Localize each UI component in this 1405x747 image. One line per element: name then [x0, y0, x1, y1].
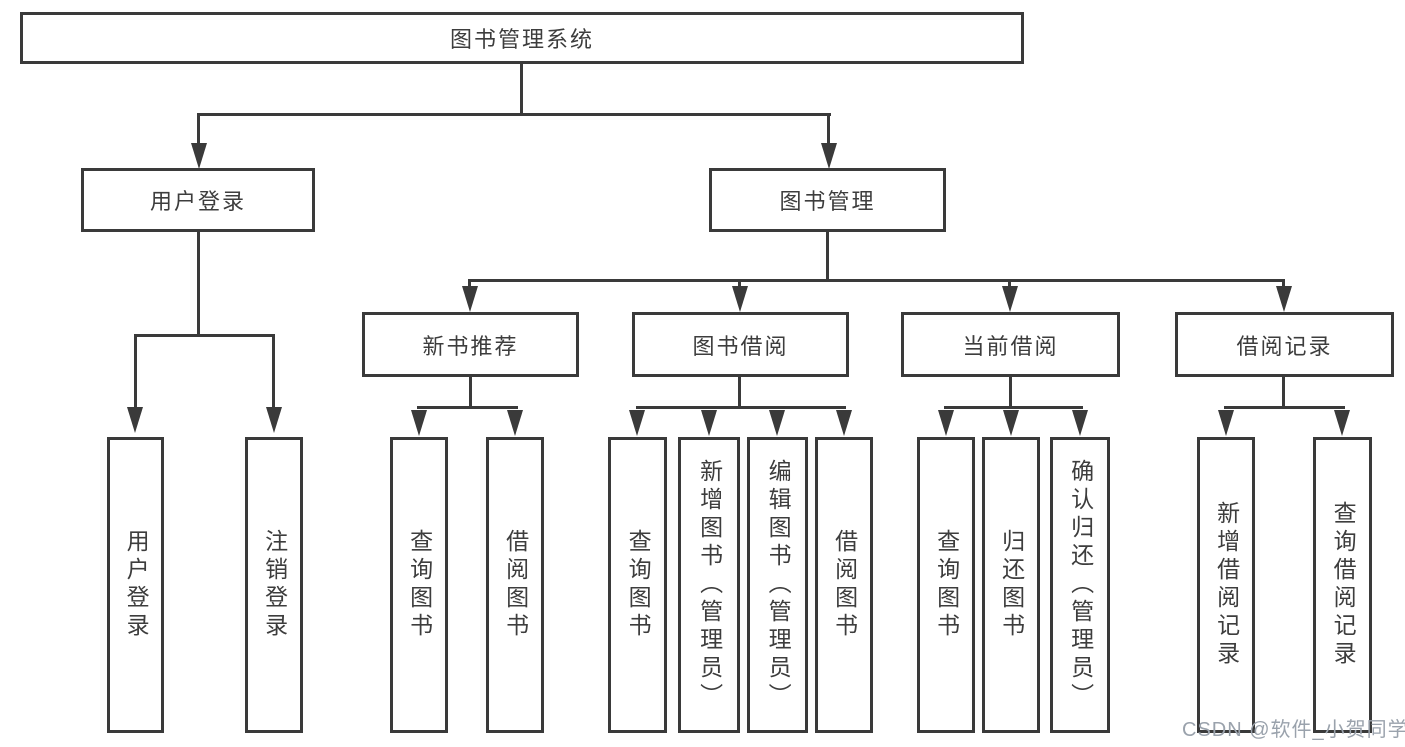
connector-login2-stem: [272, 334, 275, 409]
connector-root-hline: [198, 113, 831, 116]
connector-records-hline: [1224, 406, 1345, 409]
arrow-down-icon: [1218, 410, 1234, 436]
node-borrow-records-label: 借阅记录: [1236, 333, 1333, 359]
node-new-book: 新书推荐: [362, 312, 579, 377]
leaf-borrow-edit-label: 编辑图书（管理员）: [765, 459, 792, 711]
node-current-borrow-label: 当前借阅: [962, 333, 1059, 359]
arrow-down-icon: [1002, 286, 1018, 312]
leaf-user-login: 用户登录: [107, 437, 164, 733]
leaf-borrow-query: 查询图书: [608, 437, 667, 733]
connector-login-stem: [197, 113, 200, 146]
leaf-newbook-borrow-label: 借阅图书: [502, 529, 529, 641]
leaf-newbook-query: 查询图书: [390, 437, 448, 733]
arrow-down-icon: [1072, 410, 1088, 436]
leaf-current-query: 查询图书: [917, 437, 975, 733]
arrow-down-icon: [462, 286, 478, 312]
arrow-down-icon: [732, 286, 748, 312]
connector-currentborrow-hline: [944, 406, 1083, 409]
leaf-records-add: 新增借阅记录: [1197, 437, 1255, 733]
leaf-current-return-label: 归还图书: [998, 529, 1025, 641]
arrow-down-icon: [411, 410, 427, 436]
connector-newbook-riser: [469, 376, 472, 409]
arrow-down-icon: [629, 410, 645, 436]
arrow-down-icon: [1276, 286, 1292, 312]
connector-login-riser: [197, 232, 200, 337]
connector-bookborrow-hline: [636, 406, 846, 409]
leaf-newbook-borrow: 借阅图书: [486, 437, 544, 733]
arrow-down-icon: [127, 407, 143, 433]
connector-root-riser: [520, 63, 523, 116]
leaf-borrow-query-label: 查询图书: [625, 529, 652, 641]
csdn-watermark: CSDN @软件_小贺同学: [1182, 719, 1405, 741]
connector-newbook-stem: [468, 279, 471, 289]
connector-login1-stem: [134, 334, 137, 409]
arrow-down-icon: [1334, 410, 1350, 436]
leaf-borrow-edit: 编辑图书（管理员）: [747, 437, 808, 733]
connector-bookborrow-riser: [738, 376, 741, 409]
leaf-borrow-add: 新增图书（管理员）: [678, 437, 740, 733]
connector-records-riser: [1282, 376, 1285, 409]
connector-login-hline: [134, 334, 274, 337]
connector-bookborrow-stem: [738, 279, 741, 289]
leaf-records-query: 查询借阅记录: [1313, 437, 1372, 733]
node-root-label: 图书管理系统: [449, 27, 594, 52]
leaf-user-login-label: 用户登录: [123, 529, 150, 641]
connector-records-stem: [1282, 279, 1285, 289]
connector-currentborrow-stem: [1008, 279, 1011, 289]
leaf-borrow-add-label: 新增图书（管理员）: [696, 459, 723, 711]
leaf-current-query-label: 查询图书: [933, 529, 960, 641]
connector-manage-hline: [469, 279, 1285, 282]
leaf-current-confirm-label: 确认归还（管理员）: [1067, 459, 1094, 711]
arrow-down-icon: [507, 410, 523, 436]
leaf-newbook-query-label: 查询图书: [406, 529, 433, 641]
connector-newbook-hline: [417, 406, 518, 409]
node-user-login-label: 用户登录: [149, 189, 246, 214]
leaf-current-confirm: 确认归还（管理员）: [1050, 437, 1110, 733]
arrow-down-icon: [938, 410, 954, 436]
node-book-manage: 图书管理: [709, 168, 946, 232]
leaf-logout-label: 注销登录: [261, 529, 288, 641]
arrow-down-icon: [836, 410, 852, 436]
arrow-down-icon: [191, 143, 207, 169]
connector-currentborrow-riser: [1009, 376, 1012, 409]
node-book-borrow: 图书借阅: [632, 312, 849, 377]
connector-manage-stem: [827, 113, 830, 146]
node-book-borrow-label: 图书借阅: [692, 333, 789, 359]
arrow-down-icon: [701, 410, 717, 436]
leaf-logout: 注销登录: [245, 437, 303, 733]
arrow-down-icon: [821, 143, 837, 169]
leaf-records-add-label: 新增借阅记录: [1213, 501, 1240, 669]
arrow-down-icon: [769, 410, 785, 436]
arrow-down-icon: [1003, 410, 1019, 436]
arrow-down-icon: [266, 407, 282, 433]
connector-manage-riser: [826, 232, 829, 282]
node-root: 图书管理系统: [20, 12, 1024, 64]
leaf-records-query-label: 查询借阅记录: [1330, 501, 1357, 669]
node-book-manage-label: 图书管理: [779, 189, 876, 214]
leaf-current-return: 归还图书: [982, 437, 1040, 733]
node-new-book-label: 新书推荐: [422, 333, 519, 359]
leaf-borrow-book: 借阅图书: [815, 437, 873, 733]
node-user-login: 用户登录: [81, 168, 315, 232]
leaf-borrow-book-label: 借阅图书: [831, 529, 858, 641]
node-borrow-records: 借阅记录: [1175, 312, 1394, 377]
node-current-borrow: 当前借阅: [901, 312, 1120, 377]
